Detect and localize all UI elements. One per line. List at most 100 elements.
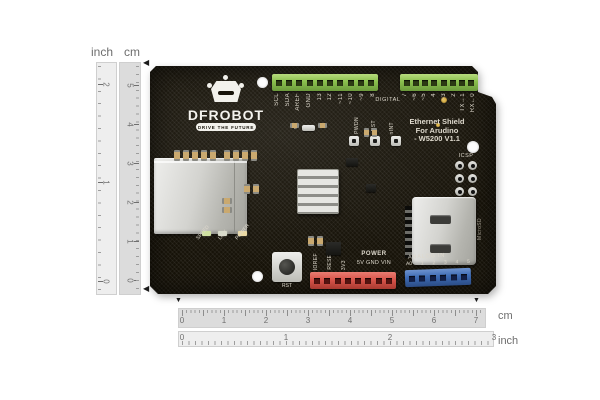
pin-label: 3V3 (340, 259, 347, 270)
pin-label: 12 (327, 93, 334, 101)
pin-label: GND (306, 93, 313, 108)
pin-label: TX→1 (460, 93, 467, 112)
pin-label: 2 (432, 260, 436, 267)
pin-hole (404, 79, 410, 86)
jumper-pad (349, 136, 359, 146)
ruler-number: 0 (179, 316, 185, 325)
pin-label: RX←0 (470, 93, 477, 113)
jumper-label: PWDN (354, 117, 361, 134)
pin-hole (324, 277, 331, 284)
pin-hole (440, 79, 447, 86)
icsp-pad (468, 161, 477, 170)
power-led (238, 231, 247, 236)
pin-hole (467, 79, 474, 86)
pin-hole (357, 79, 364, 86)
icsp-label: ICSP (458, 153, 474, 159)
shield-title: Ethernet Shield For Arudino - W5200 V1.1 (398, 117, 476, 144)
pin-label: 2 (450, 93, 457, 97)
vertical-ruler-inch-unit: inch (91, 45, 114, 59)
pin-label: 4 (455, 259, 459, 266)
pin-label: 3 (443, 259, 447, 266)
ruler-marker-icon: ◀ (143, 58, 150, 67)
pin-label: 13 (316, 93, 323, 101)
test-pad (441, 97, 447, 103)
analog-header (404, 267, 472, 288)
ruler-marker-icon: ◀ (143, 284, 150, 293)
pin-label: SDA (284, 93, 291, 107)
ruler-number: 3 (305, 316, 311, 325)
pin-hole (375, 277, 382, 284)
pin-hole (413, 79, 420, 86)
pin-hole (385, 277, 392, 284)
pin-hole (460, 273, 468, 280)
pin-label: ~6 (411, 93, 418, 101)
jumper-pad (391, 136, 401, 146)
pin-label: ~10 (348, 93, 355, 105)
horizontal-cm-unit: cm (498, 310, 513, 322)
pin-hole (344, 277, 351, 284)
reset-button (272, 252, 302, 282)
ruler-number: 2 (263, 316, 269, 325)
pin-hole (347, 79, 354, 86)
icsp-pad (468, 174, 477, 183)
pin-label: IOREF (312, 252, 319, 270)
pin-hole (276, 79, 282, 86)
digital-header-right (400, 74, 478, 91)
digital-header-left (272, 74, 378, 91)
pin-label: 5 (467, 258, 470, 265)
heatsink (297, 169, 339, 214)
title-line: For Arudino (415, 125, 459, 135)
pin-hole (450, 273, 457, 281)
pin-hole (296, 79, 303, 86)
icsp-pad (455, 161, 464, 170)
power-row-labels: 5V GND VIN (356, 260, 392, 266)
pin-hole (355, 277, 362, 284)
pin-hole (337, 79, 344, 86)
pin-hole (449, 79, 456, 86)
mounting-hole (467, 141, 479, 153)
pin-hole (458, 79, 465, 86)
ruler-number: 0 (179, 333, 185, 342)
ruler-number: 4 (347, 316, 353, 325)
pin-label: 4 (431, 93, 438, 97)
pin-hole (306, 79, 313, 86)
pin-hole (408, 275, 416, 282)
ruler-marker-icon: ▼ (473, 297, 480, 304)
pin-hole (419, 274, 426, 282)
pin-hole (327, 79, 334, 86)
icsp-pad (455, 187, 464, 196)
pin-label: ~3 (440, 93, 447, 101)
mounting-hole (252, 271, 263, 282)
jumper-pads (349, 136, 401, 146)
pin-hole (431, 79, 438, 86)
ruler-number: 3 (491, 333, 497, 342)
title-line: - W5200 V1.1 (414, 134, 460, 144)
pin-hole (440, 274, 447, 281)
test-pad (436, 123, 440, 127)
pin-label: ~11 (337, 93, 344, 104)
horizontal-inch-scale: 0 1 2 3 (178, 331, 496, 347)
ruler-number: 1 (283, 333, 289, 342)
microsd-label: MicroSD (477, 218, 483, 240)
icsp-pad (468, 187, 477, 196)
ruler-number: 7 (473, 316, 479, 325)
pin-label: ~5 (421, 93, 428, 101)
ruler-number: 2 (387, 333, 393, 342)
title-line: Ethernet Shield (409, 117, 465, 126)
link-led (218, 231, 227, 236)
reset-label: RST (282, 283, 292, 289)
ruler-number: 5 (389, 316, 395, 325)
brand-tagline: DRIVE THE FUTURE (196, 123, 256, 131)
pin-hole (422, 79, 429, 86)
